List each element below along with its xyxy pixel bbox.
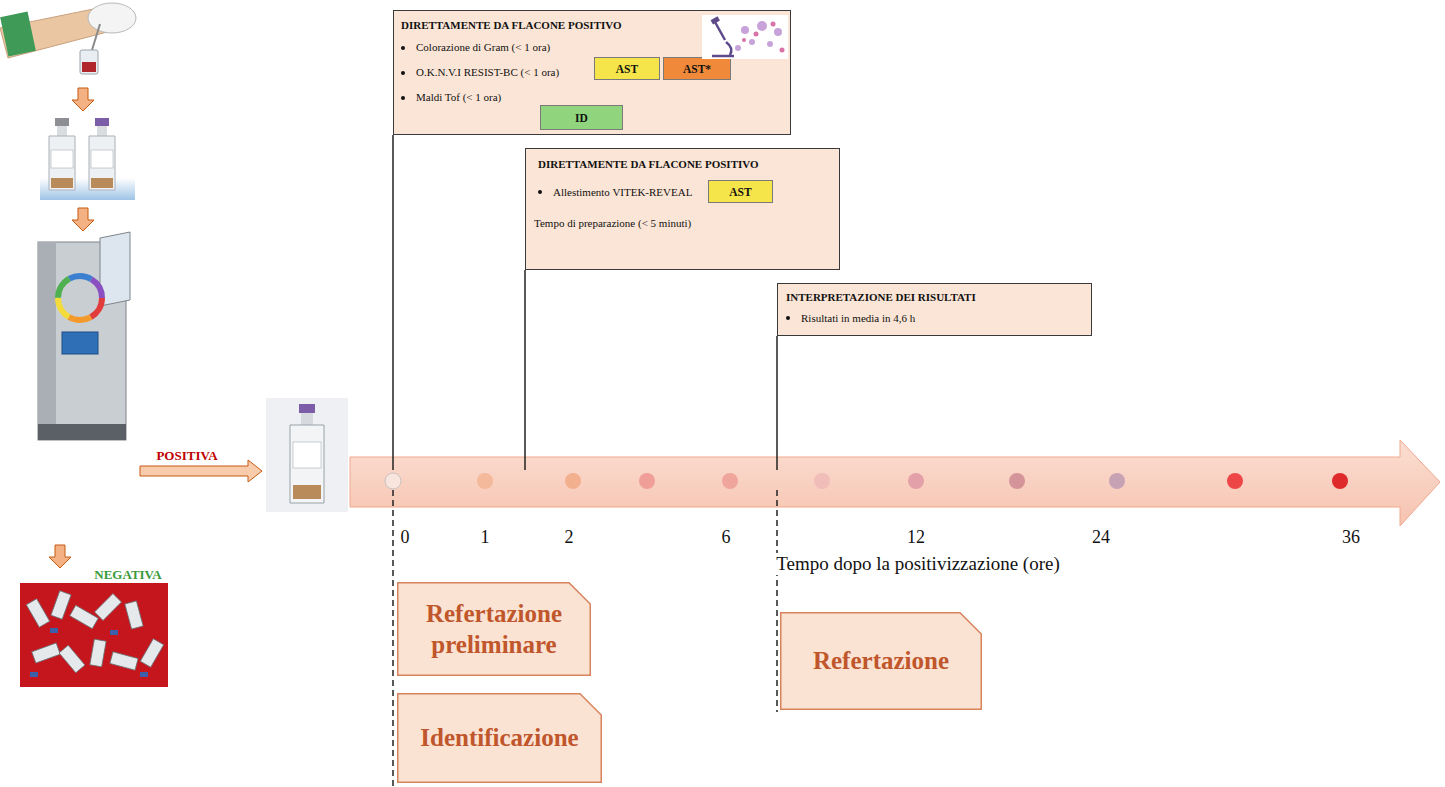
timeline-arrow [350, 440, 1440, 526]
incubator-picture [38, 232, 130, 440]
bullet-dot [401, 96, 405, 100]
text-row: DIRETTAMENTE DA FLACONE POSITIVO [538, 157, 839, 171]
step-box: DIRETTAMENTE DA FLACONE POSITIVO Allestim… [525, 148, 840, 270]
bullet-dot [786, 316, 790, 320]
report-tag: Refertazione preliminare [397, 582, 591, 676]
text-row: INTERPRETAZIONE DEI RISULTATI [786, 290, 1091, 304]
flow-label: NEGATIVA [94, 567, 161, 583]
positive-bottle-picture [266, 398, 348, 512]
text-row: Allestimento VITEK-REVEAL [538, 177, 839, 207]
badge-text: AST [729, 186, 751, 198]
badge-text: AST* [683, 63, 711, 75]
step-text: Allestimento VITEK-REVEAL [553, 177, 692, 207]
report-tag: Refertazione [780, 612, 982, 710]
tag-body: Identificazione [397, 693, 602, 783]
tick-label: 6 [722, 527, 731, 548]
box-heading: DIRETTAMENTE DA FLACONE POSITIVO [538, 157, 759, 171]
step-box: DIRETTAMENTE DA FLACONE POSITIVO Colorazi… [393, 10, 791, 135]
bullet-dot [538, 190, 542, 194]
discard-bin-picture [20, 583, 168, 687]
tick-label: 1 [481, 527, 490, 548]
result-badge: AST [708, 180, 773, 203]
tag-outline [397, 582, 591, 676]
tick-label: 12 [907, 527, 925, 548]
box-heading: INTERPRETAZIONE DEI RISULTATI [786, 290, 976, 304]
tag-text: Refertazione preliminare [412, 598, 576, 661]
flow-label: POSITIVA [156, 448, 217, 464]
text-row: Tempo di preparazione (< 5 minuti) [534, 211, 839, 235]
result-badge: AST* [663, 57, 731, 80]
step-text: Colorazione di Gram (< 1 ora) [416, 35, 550, 60]
result-badge: AST [594, 57, 660, 80]
step-text: O.K.N.V.I RESIST-BC (< 1 ora) [416, 60, 559, 85]
step-text: Maldi Tof (< 1 ora) [416, 85, 501, 110]
tick-label: 0 [401, 527, 410, 548]
text-row: Risultati in media in 4,6 h [786, 308, 1091, 328]
report-tag: Identificazione [397, 693, 602, 783]
step-box: INTERPRETAZIONE DEI RISULTATI Risultati i… [777, 283, 1092, 336]
tick-label: 2 [565, 527, 574, 548]
step-text: Risultati in media in 4,6 h [801, 308, 915, 328]
tag-body: Refertazione preliminare [397, 582, 591, 676]
culture-bottles [40, 118, 135, 200]
badge-text: AST [616, 63, 638, 75]
blood-draw-picture [0, 3, 136, 74]
result-badge: ID [540, 105, 623, 130]
badge-text: ID [575, 112, 588, 124]
axis-title: Tempo dopo la positivizzazione (ore) [773, 553, 1063, 575]
tick-label: 36 [1342, 527, 1360, 548]
tick-label: 24 [1092, 527, 1110, 548]
tag-text: Refertazione [813, 645, 949, 676]
box-heading: DIRETTAMENTE DA FLACONE POSITIVO [401, 18, 622, 32]
tag-text: Identificazione [420, 722, 578, 753]
bullet-dot [401, 71, 405, 75]
bullet-dot [401, 46, 405, 50]
tag-body: Refertazione [780, 612, 982, 710]
step-text: Tempo di preparazione (< 5 minuti) [534, 211, 691, 235]
text-row: DIRETTAMENTE DA FLACONE POSITIVO [401, 18, 790, 32]
